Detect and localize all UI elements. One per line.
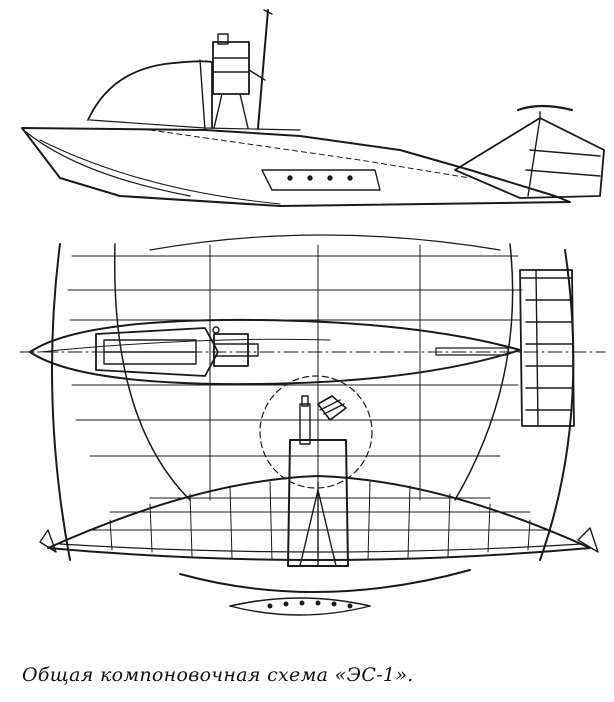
boat-layout-drawing	[0, 0, 614, 640]
side-view	[22, 10, 604, 206]
top-view	[20, 235, 605, 560]
side-engine	[213, 34, 265, 128]
wing-ribs	[90, 482, 550, 560]
side-tail	[455, 118, 604, 198]
wing-view	[40, 440, 598, 615]
central-strut	[288, 440, 348, 566]
side-hull	[22, 128, 570, 206]
wing-outline	[48, 476, 590, 560]
top-engine	[213, 327, 258, 366]
top-hull	[30, 320, 520, 384]
side-canopy	[88, 61, 212, 128]
top-cockpit	[96, 328, 218, 376]
top-tail	[520, 270, 574, 426]
figure-caption: Общая компоновочная схема «ЭС-1».	[22, 664, 414, 686]
